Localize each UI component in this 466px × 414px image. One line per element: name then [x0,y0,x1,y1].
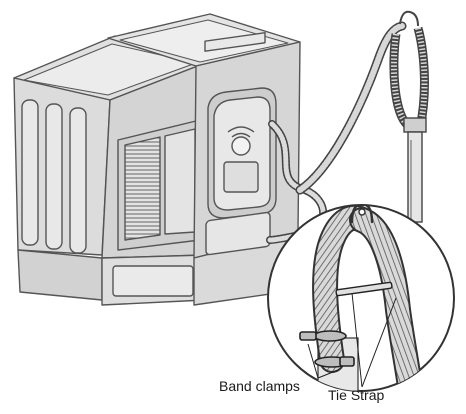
band-clamp [299,330,355,368]
band-clamps-label: Band clamps [219,378,300,394]
standpipe-upper [389,10,429,223]
tie-strap [335,281,393,297]
dryer-cabinet [13,35,209,306]
washer-cabinet [107,13,301,306]
tie-strap-label: Tie Strap [328,387,385,403]
detail-magnifier [267,204,455,392]
leader-lines [307,292,397,388]
drain-hose [266,21,407,244]
